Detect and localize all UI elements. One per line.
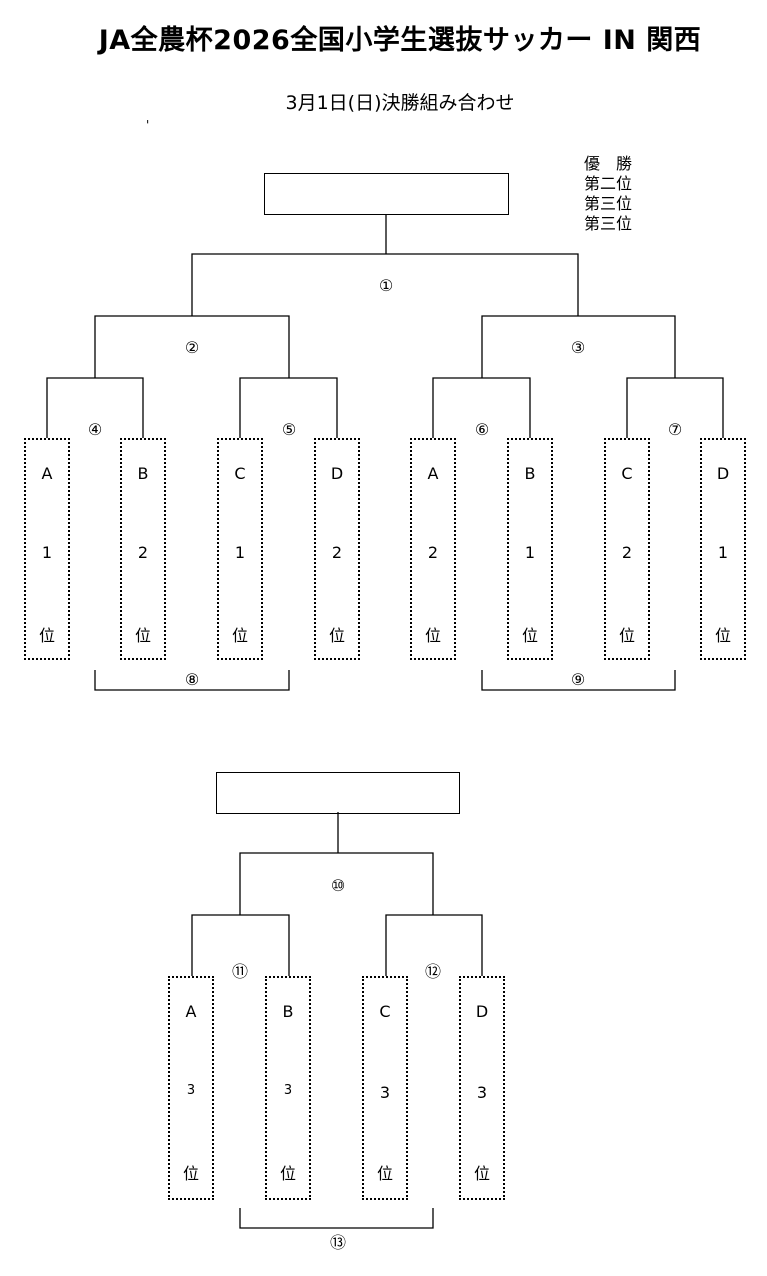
stray-mark: ' xyxy=(146,118,150,132)
team-slot-c2: C 2 位 xyxy=(604,438,650,660)
team-rank: 1 xyxy=(234,543,246,562)
team-group: B xyxy=(282,1002,294,1021)
team-group: A xyxy=(427,464,439,483)
team-suffix: 位 xyxy=(182,1164,199,1183)
team-rank: 1 xyxy=(524,543,536,562)
match-label-8: ⑧ xyxy=(184,670,200,689)
line-match-9 xyxy=(481,670,676,691)
line-match-1 xyxy=(191,253,579,316)
match-label-9: ⑨ xyxy=(570,670,586,689)
line-match-13 xyxy=(239,1208,434,1229)
team-suffix: 位 xyxy=(231,626,248,645)
team-suffix: 位 xyxy=(134,626,151,645)
team-group: D xyxy=(330,464,344,483)
team-rank: 2 xyxy=(621,543,633,562)
team-rank: 3 xyxy=(476,1083,488,1102)
line-match-5 xyxy=(239,377,338,438)
team-suffix: 位 xyxy=(473,1164,490,1183)
team-rank: 3 xyxy=(283,1083,293,1098)
team-group: B xyxy=(524,464,536,483)
line-match-11 xyxy=(191,914,290,976)
legend-winner: 優 勝 xyxy=(584,154,633,173)
team-rank: 3 xyxy=(379,1083,391,1102)
line-match-10 xyxy=(239,852,434,915)
page-title: JA全農杯2026全国小学生選抜サッカー IN 関西 xyxy=(98,25,702,56)
team-group: C xyxy=(379,1002,391,1021)
team-slot-a3: A 3 位 xyxy=(168,976,214,1200)
line-match-7 xyxy=(626,377,724,438)
team-suffix: 位 xyxy=(618,626,635,645)
team-suffix: 位 xyxy=(279,1164,296,1183)
line-match-6 xyxy=(432,377,531,438)
team-slot-b2: B 2 位 xyxy=(120,438,166,660)
legend-third-a: 第三位 xyxy=(584,194,633,213)
match-label-5: ⑤ xyxy=(281,420,297,439)
page-subtitle: 3月1日(日)決勝組み合わせ xyxy=(285,92,515,114)
team-rank: 2 xyxy=(137,543,149,562)
team-group: D xyxy=(475,1002,489,1021)
match-label-10: ⑩ xyxy=(330,876,346,895)
team-slot-a1: A 1 位 xyxy=(24,438,70,660)
legend-second: 第二位 xyxy=(584,174,633,193)
match-label-6: ⑥ xyxy=(474,420,490,439)
team-suffix: 位 xyxy=(521,626,538,645)
team-group: A xyxy=(185,1002,197,1021)
lower-winner-result-box xyxy=(216,772,460,814)
team-group: C xyxy=(621,464,633,483)
team-slot-d2: D 2 位 xyxy=(314,438,360,660)
line-match-2 xyxy=(94,315,290,378)
match-label-11: ⑪ xyxy=(231,962,249,981)
line-match-4 xyxy=(46,377,144,438)
team-group: C xyxy=(234,464,246,483)
match-label-2: ② xyxy=(184,338,200,357)
match-label-1: ① xyxy=(378,276,394,295)
team-slot-d1: D 1 位 xyxy=(700,438,746,660)
team-rank: 2 xyxy=(331,543,343,562)
match-label-3: ③ xyxy=(570,338,586,357)
line-match-8 xyxy=(94,670,290,691)
team-suffix: 位 xyxy=(376,1164,393,1183)
team-slot-a2: A 2 位 xyxy=(410,438,456,660)
match-label-7: ⑦ xyxy=(667,420,683,439)
line-match-12 xyxy=(385,914,483,976)
team-slot-c1: C 1 位 xyxy=(217,438,263,660)
team-group: A xyxy=(41,464,53,483)
match-label-4: ④ xyxy=(87,420,103,439)
team-slot-c3: C 3 位 xyxy=(362,976,408,1200)
team-suffix: 位 xyxy=(38,626,55,645)
team-group: B xyxy=(137,464,149,483)
team-rank: 2 xyxy=(427,543,439,562)
team-slot-b3: B 3 位 xyxy=(265,976,311,1200)
team-group: D xyxy=(716,464,730,483)
match-label-13: ⑬ xyxy=(329,1233,347,1252)
team-rank: 3 xyxy=(186,1083,196,1098)
champion-result-box xyxy=(264,173,509,215)
placement-legend: 優 勝 第二位 第三位 第三位 xyxy=(584,154,632,234)
team-rank: 1 xyxy=(717,543,729,562)
match-label-12: ⑫ xyxy=(424,962,442,981)
team-suffix: 位 xyxy=(424,626,441,645)
line-match-3 xyxy=(481,315,676,378)
team-suffix: 位 xyxy=(714,626,731,645)
team-rank: 1 xyxy=(41,543,53,562)
legend-third-b: 第三位 xyxy=(584,214,633,233)
team-suffix: 位 xyxy=(328,626,345,645)
team-slot-d3: D 3 位 xyxy=(459,976,505,1200)
team-slot-b1: B 1 位 xyxy=(507,438,553,660)
